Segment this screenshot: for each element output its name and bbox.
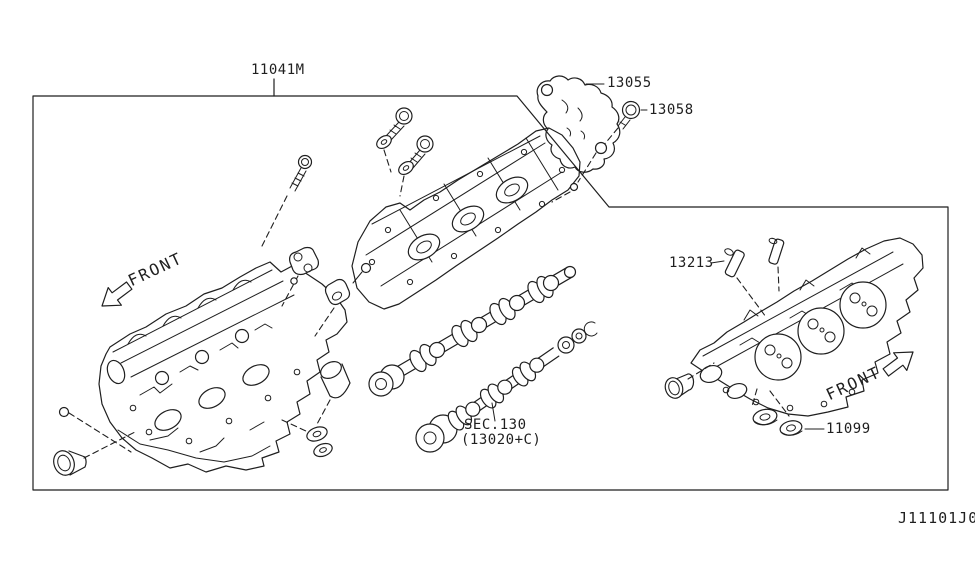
bracket-13055-drawing (536, 75, 621, 173)
right-cylinder-head-drawing (690, 237, 924, 417)
callout-sec130-line2: (13020+C) (461, 432, 542, 448)
assembly-dashed-lines (68, 127, 790, 459)
oil-seals-11099-drawing (752, 408, 825, 436)
diagram-border (32, 78, 949, 491)
callout-sec130-line1: SEC.130 (464, 417, 527, 433)
check-ball-icon (58, 406, 70, 418)
plug-cap-drawing (664, 373, 695, 399)
center-cylinder-head-drawing (351, 127, 581, 310)
leader-sec130 (491, 402, 496, 422)
callout-11099: 11099 (826, 421, 871, 437)
front-arrow-left-icon (101, 281, 133, 307)
callout-13055: 13055 (607, 75, 652, 91)
bolt-13058-drawing (569, 100, 648, 192)
valve-lifter-parts-drawing (53, 246, 351, 476)
front-arrow-right-icon (882, 351, 914, 377)
lower-camshaft-drawing (415, 321, 598, 453)
left-cylinder-head-drawing (98, 261, 348, 473)
callout-13213: 13213 (669, 255, 714, 271)
callout-11041m: 11041M (251, 62, 305, 78)
head-bolts-drawing (289, 107, 434, 192)
leader-13213 (710, 260, 725, 264)
small-bolt-icon (360, 262, 372, 274)
upper-camshaft-drawing (368, 265, 577, 397)
callout-13058: 13058 (649, 102, 694, 118)
valve-guides-13213-drawing (710, 237, 785, 278)
diagram-code: J11101J0 (898, 509, 975, 527)
